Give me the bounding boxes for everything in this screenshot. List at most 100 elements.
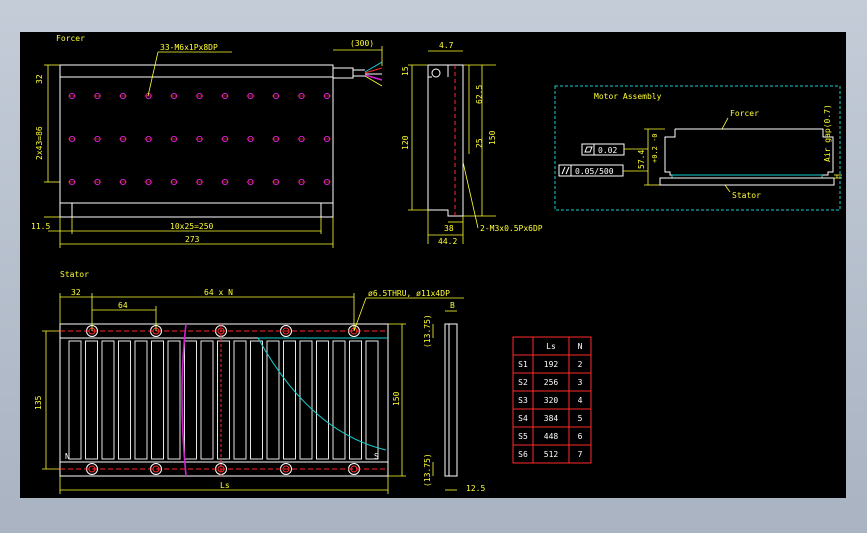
forcer-hole [246,178,255,186]
forcer-dim-total: 273 [185,235,200,244]
table-value: 192 [544,360,559,369]
forcer-hole [144,178,153,186]
assembly-title: Motor Assembly [594,92,662,101]
table-value: S2 [518,378,528,387]
forcer-hole [297,135,306,143]
magnet-bar [283,340,296,460]
magnet-bar [250,340,263,460]
forcer-hole [93,92,102,100]
table-value: 448 [544,432,559,441]
forcer-hole [297,178,306,186]
forcer-hole [170,178,178,186]
forcer-hole [170,135,178,143]
stator-mounting-holes [86,325,360,475]
table-value: 7 [578,450,583,459]
table-value: 512 [544,450,559,459]
magnet-bar [217,340,230,460]
side-hole-note: 2-M3x0.5Px6DP [480,224,543,233]
magnet-bar [299,340,313,460]
stator-magnet-bars [68,340,379,460]
forcer-body [59,64,334,218]
assembly-height: 57.4 [637,150,646,169]
stator-side-dim-b: B [450,301,455,310]
assembly-stator [659,174,835,186]
parallelism-value: 0.05/500 [575,167,614,176]
stator-dim-ls: Ls [220,481,230,490]
table-value: 320 [544,396,559,405]
magnet-bar [118,340,131,460]
forcer-hole [119,178,127,186]
magnet-bar [68,340,82,460]
forcer-hole [68,178,76,186]
side-dim-120: 120 [401,135,410,150]
forcer-title: Forcer [56,34,85,43]
table-value: S5 [518,432,528,441]
forcer-hole-note: 33-M6x1Px8DP [160,43,218,52]
forcer-hole [195,135,204,143]
assembly-airgap: Air gap(0.7) [823,104,832,162]
forcer-hole [221,178,229,186]
table-value: 4 [578,396,583,405]
forcer-hole [272,92,280,100]
forcer-hole [323,135,331,143]
table-cell [512,336,534,356]
forcer-hole [323,178,331,186]
stator-dim-64: 64 [118,301,128,310]
break-line [181,323,187,477]
cad-drawing-canvas: Forcer 33-M6x1Px8DP (300) 32 2x43=86 11.… [20,32,846,498]
magnet-bar [349,340,362,460]
magnet-bar [365,340,379,460]
forcer-mounting-holes [68,92,331,186]
table-value: 5 [578,414,583,423]
stator-pole-n: N [65,452,70,461]
magnet-bar [101,340,115,460]
table-cell [568,444,592,464]
side-dim-38: 38 [444,224,454,233]
forcer-hole [272,135,280,143]
assembly-stator-label: Stator [732,191,761,200]
forcer-hole [68,92,76,100]
magnet-bar [85,340,98,460]
forcer-hole [170,92,178,100]
forcer-hole [272,178,280,186]
forcer-hole [119,135,127,143]
stator-pole-s: S [374,452,379,461]
side-dim-top: 4.7 [439,41,454,50]
forcer-hole [246,92,255,100]
stator-side-dim-top: (13.75) [423,314,432,348]
parallelism-callout: 0.05/500 [558,164,648,177]
forcer-dim-offset: 11.5 [31,222,50,231]
side-dim-150: 150 [488,130,497,145]
stator-hole-note: ø6.5THRU, ø11x4DP [368,289,450,298]
forcer-dim-32: 32 [35,74,44,84]
side-dim-25: 25 [475,138,484,148]
forcer-cable-length: (300) [350,39,374,48]
forcer-hole [93,135,102,143]
magnet-bar [200,340,214,460]
side-dim-44: 44.2 [438,237,457,246]
magnet-bar [134,340,148,460]
table-value: 3 [578,378,583,387]
forcer-dim-pitch: 10x25=250 [170,222,214,231]
stator-body [59,323,389,477]
forcer-hole [68,135,76,143]
stator-side-dim-thick: 12.5 [466,484,485,493]
table-value: 6 [578,432,583,441]
table-header: Ls [546,342,556,351]
flatness-callout: 0.02 [581,143,648,156]
magnet-bar [167,340,181,460]
forcer-cable [332,61,383,87]
forcer-hole [195,92,204,100]
forcer-hole [297,92,306,100]
stator-dim-32: 32 [71,288,81,297]
table-value: S3 [518,396,528,405]
assembly-forcer-label: Forcer [730,109,759,118]
magnet-bar [332,340,346,460]
forcer-hole [246,135,255,143]
section-curve [257,337,387,451]
stator-dim-135: 135 [34,395,43,410]
side-dim-62: 62.5 [475,85,484,104]
assembly-forcer [664,128,834,176]
forcer-hole [195,178,204,186]
